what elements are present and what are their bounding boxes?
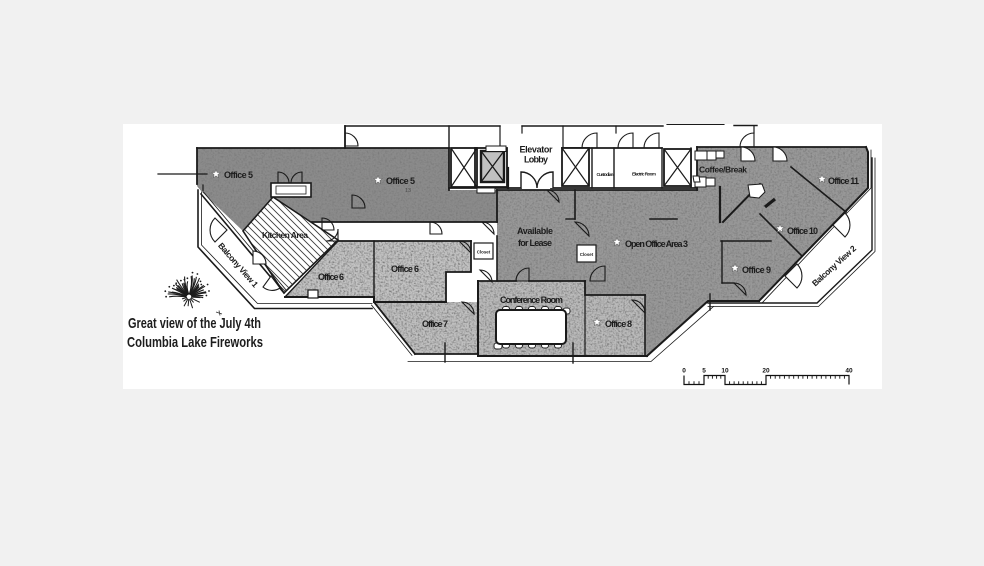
svg-text:Office 9: Office 9 — [742, 265, 771, 275]
svg-text:Closet: Closet — [477, 250, 491, 255]
svg-text:Office 5: Office 5 — [386, 176, 415, 186]
svg-text:0: 0 — [682, 368, 686, 375]
svg-text:Conference Room: Conference Room — [500, 295, 563, 305]
svg-text:Office 10: Office 10 — [787, 226, 818, 236]
svg-text:Available: Available — [517, 226, 553, 236]
svg-text:Office 11: Office 11 — [828, 176, 859, 186]
svg-text:Coffee/Break: Coffee/Break — [699, 165, 747, 175]
svg-text:40: 40 — [845, 368, 853, 375]
svg-text:Elevator: Elevator — [520, 145, 553, 155]
svg-text:Kitchen Area: Kitchen Area — [262, 230, 308, 240]
svg-text:Custodian: Custodian — [597, 172, 614, 177]
svg-text:Office 6: Office 6 — [391, 264, 419, 274]
svg-text:13: 13 — [405, 188, 411, 194]
svg-text:Closet: Closet — [580, 252, 594, 257]
svg-text:Office 5: Office 5 — [224, 170, 253, 180]
svg-text:for Lease: for Lease — [518, 238, 552, 248]
svg-text:Office 8: Office 8 — [605, 319, 632, 329]
svg-text:Office 6: Office 6 — [318, 272, 344, 282]
svg-text:Electric Room: Electric Room — [632, 172, 656, 177]
svg-text:Great view of the July 4th: Great view of the July 4th — [128, 315, 261, 332]
svg-text:20: 20 — [762, 368, 770, 375]
svg-text:Lobby: Lobby — [524, 155, 548, 165]
svg-text:5: 5 — [702, 368, 706, 375]
svg-text:Office 7: Office 7 — [422, 319, 448, 329]
svg-text:Open Office Area 3: Open Office Area 3 — [625, 239, 688, 249]
svg-text:10: 10 — [721, 368, 729, 375]
svg-text:Columbia Lake Fireworks: Columbia Lake Fireworks — [127, 334, 263, 351]
